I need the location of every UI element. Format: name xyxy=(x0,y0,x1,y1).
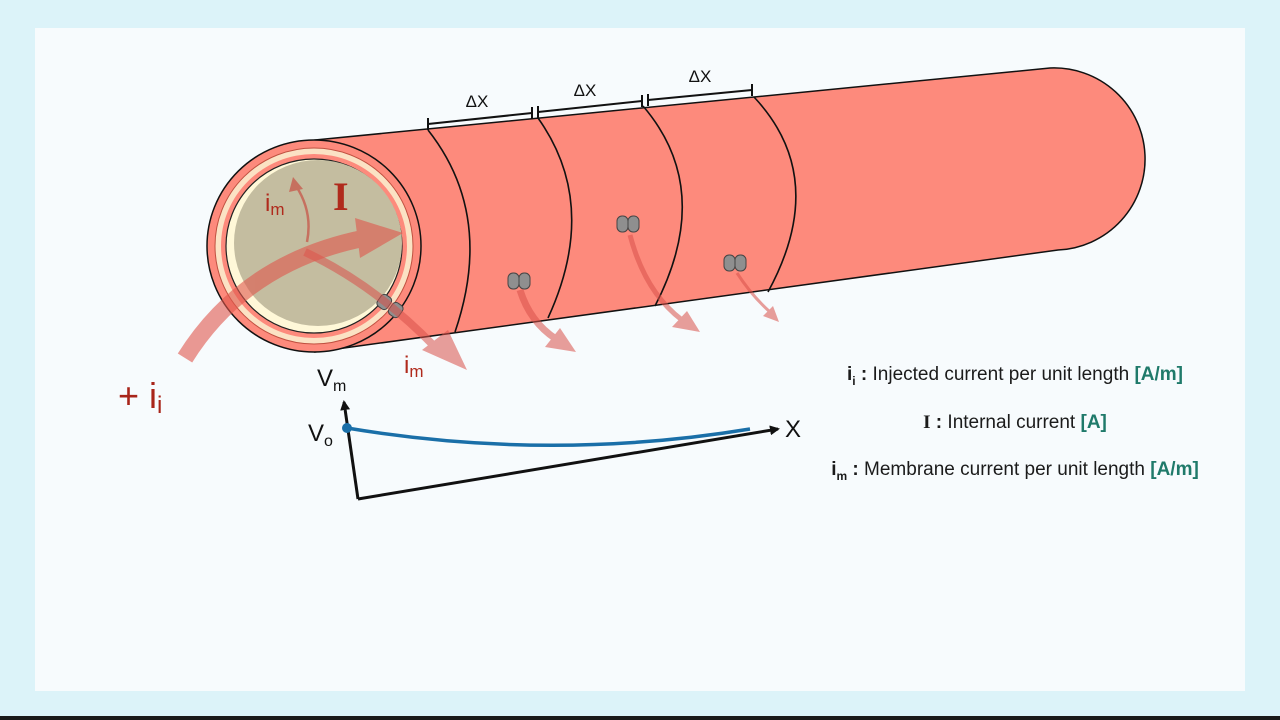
delta-x-label: ΔX xyxy=(574,81,597,100)
axon-body xyxy=(314,67,1146,353)
membrane-current-arrow xyxy=(303,248,467,370)
membrane-current-outside-label: im xyxy=(404,352,424,381)
graph-y-axis xyxy=(340,400,360,500)
graph-origin-label: Vo xyxy=(308,420,333,450)
membrane-current-arrow xyxy=(516,288,576,352)
segment-ring xyxy=(537,117,573,319)
cable-diagram: ΔX ΔX ΔX xyxy=(118,67,1146,501)
delta-x-bracket xyxy=(647,84,753,106)
legend-symbol: ii xyxy=(846,364,856,388)
graph-y-label: Vm xyxy=(317,365,346,395)
ion-channel-icon xyxy=(723,254,747,272)
membrane-current-inside-arrow xyxy=(289,177,310,243)
slide-canvas: ΔX ΔX ΔX xyxy=(35,28,1245,691)
origin-point xyxy=(342,423,352,433)
segment-rings xyxy=(427,96,797,333)
ion-channel-icon xyxy=(616,215,640,233)
axon-cylinder xyxy=(314,67,1146,353)
injected-current-label: + ii xyxy=(118,375,162,419)
membrane-current-inside-label: im xyxy=(265,190,285,219)
legend-symbol: I xyxy=(923,412,931,433)
membrane-current-arrow xyxy=(627,234,700,332)
legend-item-membrane: im : Membrane current per unit length [A… xyxy=(831,459,1199,483)
bottom-border xyxy=(0,716,1280,720)
segment-ring xyxy=(427,129,471,333)
ion-channel-icon xyxy=(507,272,531,290)
legend-item-internal: I : Internal current [A] xyxy=(923,412,1107,433)
delta-x-bracket xyxy=(537,95,643,118)
internal-current-label: I xyxy=(333,174,349,219)
legend-text: Injected current per unit length xyxy=(872,364,1135,385)
delta-x-label: ΔX xyxy=(689,67,712,86)
diagram-labels: I im im + ii xyxy=(118,174,424,419)
segment-ring xyxy=(642,105,684,307)
segment-brackets xyxy=(427,84,753,130)
graph-x-axis xyxy=(357,425,780,501)
graph-x-label: X xyxy=(785,416,801,443)
legend-symbol: im xyxy=(831,459,848,483)
legend-unit: [A/m] xyxy=(1134,364,1184,385)
legend-text: Internal current xyxy=(947,412,1081,433)
membrane-current-arrow xyxy=(735,272,779,322)
legend-unit: [A/m] xyxy=(1150,459,1199,480)
internal-current-arrow xyxy=(177,218,403,363)
delta-x-bracket xyxy=(427,107,533,130)
voltage-decay-curve xyxy=(346,426,751,447)
legend-unit: [A] xyxy=(1080,412,1107,433)
legend-item-injected: ii : Injected current per unit length [A… xyxy=(846,364,1184,388)
membrane-current-arrows xyxy=(303,234,779,370)
segment-labels: ΔX ΔX ΔX xyxy=(466,67,712,111)
delta-x-label: ΔX xyxy=(466,92,489,111)
voltage-graph: Vm Vo X xyxy=(308,365,801,501)
legend-text: Membrane current per unit length xyxy=(864,459,1151,480)
segment-ring xyxy=(753,96,797,293)
